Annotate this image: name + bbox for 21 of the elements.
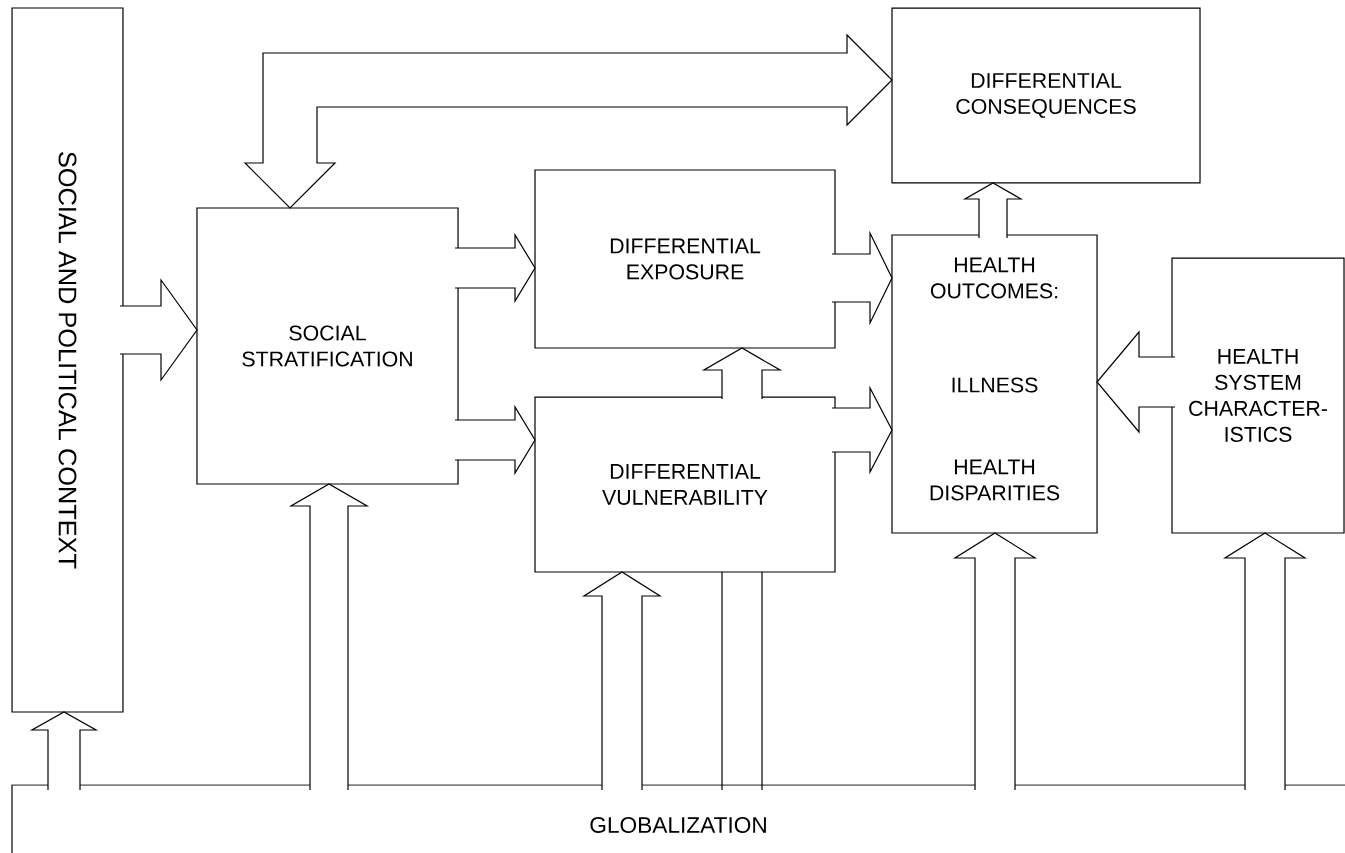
block-arrow xyxy=(29,711,99,791)
block-arrow xyxy=(243,33,893,209)
block-arrow xyxy=(952,532,1038,791)
block-arrow xyxy=(454,404,536,476)
block-arrow xyxy=(701,347,783,400)
block-arrow xyxy=(831,385,893,475)
block-arrow xyxy=(1222,532,1308,791)
process-box: DIFFERENTIAL EXPOSURE xyxy=(534,169,836,349)
block-arrow xyxy=(962,182,1024,239)
block-arrow xyxy=(119,278,198,382)
outcome-box: HEALTH OUTCOMES: ILLNESS HEALTH DISPARITIES xyxy=(891,234,1098,534)
process-box: SOCIAL STRATIFICATION xyxy=(196,207,459,485)
process-box: DIFFERENTIAL CONSEQUENCES xyxy=(891,7,1201,184)
process-box: HEALTH SYSTEM CHARACTER-ISTICS xyxy=(1171,257,1345,534)
block-arrow xyxy=(288,483,370,791)
block-arrow xyxy=(454,232,536,304)
block-arrow xyxy=(1096,330,1176,434)
context-box: SOCIAL AND POLITICAL CONTEXT xyxy=(11,7,124,713)
block-arrow xyxy=(831,230,893,326)
process-box: DIFFERENTIAL VULNERABILITY xyxy=(534,396,836,573)
block-arrow xyxy=(581,571,663,791)
